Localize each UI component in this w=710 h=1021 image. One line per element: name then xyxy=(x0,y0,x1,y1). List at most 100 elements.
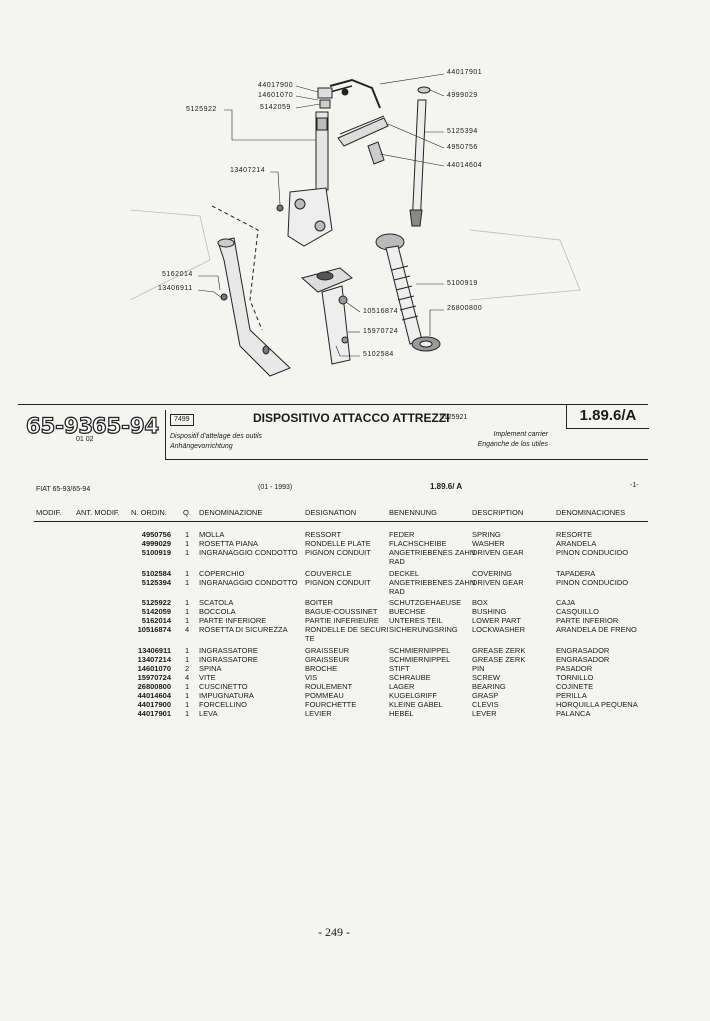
callout-5125394: 5125394 xyxy=(447,128,478,135)
part-name-de: HEBEL xyxy=(389,709,414,718)
table-row: RAD xyxy=(0,557,710,566)
part-number: 44017901 xyxy=(137,709,171,718)
part-name-de: LAGER xyxy=(389,682,415,691)
part-name-es: ARANDELA DE FRENO xyxy=(556,625,637,634)
part-name-fr: RONDELLE DE SECURI xyxy=(305,625,389,634)
part-name-it: MOLLA xyxy=(199,530,225,539)
part-name-fr: RONDELLE PLATE xyxy=(305,539,371,548)
callout-10516874: 10516874 xyxy=(363,308,399,315)
part-name-en: WASHER xyxy=(472,539,505,548)
page-number: - 249 - xyxy=(318,925,350,939)
part-qty: 1 xyxy=(185,607,190,616)
part-name-fr: POMMEAU xyxy=(305,691,344,700)
part-name-de: KLEINE GABEL xyxy=(389,700,443,709)
callout-13406911: 13406911 xyxy=(158,285,193,292)
part-name-en: SCREW xyxy=(472,673,500,682)
header-rule-bottom xyxy=(165,459,648,460)
table-row: 44017901 1 LEVA LEVIER HEBEL LEVER PALANCA xyxy=(0,709,710,718)
col-denominaciones: DENOMINACIONES xyxy=(556,508,626,517)
callout-26800800: 26800800 xyxy=(447,305,483,312)
part-name-de: STIFT xyxy=(389,664,410,673)
part-name-es: RESORTE xyxy=(556,530,593,539)
part-number: 5162014 xyxy=(141,616,171,625)
subheader-page-ref: 1.89.6/ A xyxy=(430,482,463,491)
col-n-ordin: N. ORDIN. xyxy=(131,508,167,517)
part-number: 13407214 xyxy=(137,655,171,664)
part-qty: 1 xyxy=(185,548,190,557)
col-designation: DESIGNATION xyxy=(305,508,357,517)
part-name-en: PIN xyxy=(472,664,485,673)
part-name-it: COPERCHIO xyxy=(199,569,245,578)
part-number: 13406911 xyxy=(138,646,171,655)
exploded-parts-diagram xyxy=(129,73,581,377)
part-name-de: SCHUTZGEHAEUSE xyxy=(389,598,462,607)
part-name-de: SCHMIERNIPPEL xyxy=(389,655,451,664)
part-name-en: LEVER xyxy=(472,709,497,718)
section-title-code: 5125921 xyxy=(440,414,468,421)
part-name-it: PARTE INFERIORE xyxy=(199,616,267,625)
part-name-fr: BAGUE-COUSSINET xyxy=(305,607,378,616)
part-qty: 1 xyxy=(185,709,190,718)
part-qty: 1 xyxy=(185,539,190,548)
part-name-es: TORNILLO xyxy=(556,673,594,682)
part-number: 4999029 xyxy=(141,539,171,548)
part-qty: 1 xyxy=(185,569,190,578)
part-name-es: PALANCA xyxy=(556,709,591,718)
part-qty: 1 xyxy=(185,578,190,587)
col-denominazione: DENOMINAZIONE xyxy=(199,508,263,517)
part-name-en: BEARING xyxy=(472,682,506,691)
part-name-it: VITE xyxy=(199,673,216,682)
part-name-fr: RESSORT xyxy=(305,530,342,539)
part-name-it: ROSETTA PIANA xyxy=(199,539,259,548)
callout-5100919: 5100919 xyxy=(447,280,478,287)
table-row: 4999029 1 ROSETTA PIANA RONDELLE PLATE FLACH… xyxy=(0,539,710,548)
callout-5162014: 5162014 xyxy=(162,271,193,278)
part-name-es: ENGRASADOR xyxy=(556,655,610,664)
col-benennung: BENENNUNG xyxy=(389,508,437,517)
part-name-de: SICHERUNGSRING xyxy=(389,625,458,634)
part-name-it: SCATOLA xyxy=(199,598,234,607)
title-german: Anhängevorrichtung xyxy=(170,443,233,450)
part-name-de: FLACHSCHEIBE xyxy=(389,539,447,548)
part-name-fr: LEVIER xyxy=(305,709,332,718)
part-name-en: BOX xyxy=(472,598,488,607)
part-name-it: BOCCOLA xyxy=(199,607,236,616)
callout-5125922: 5125922 xyxy=(186,106,217,113)
part-name-en: GREASE ZERK xyxy=(472,646,526,655)
callout-5102584: 5102584 xyxy=(363,351,394,358)
page-ref-box: 1.89.6/A xyxy=(566,404,649,429)
callout-15970724: 15970724 xyxy=(363,328,399,335)
part-name-es: PASADOR xyxy=(556,664,593,673)
part-name-it: LEVA xyxy=(199,709,218,718)
col-modif: MODIF. xyxy=(36,508,62,517)
ref-box: 7499 xyxy=(170,414,194,426)
callout-13407214: 13407214 xyxy=(230,167,266,174)
part-number: 15970724 xyxy=(137,673,171,682)
code-sub: 01 02 xyxy=(76,436,94,443)
callout-4999029: 4999029 xyxy=(447,92,478,99)
part-number: 5100919 xyxy=(141,548,171,557)
callout-44014604: 44014604 xyxy=(447,162,483,169)
part-qty: 4 xyxy=(185,625,190,634)
part-name-it: SPINA xyxy=(199,664,222,673)
part-name-en: LOCKWASHER xyxy=(472,625,526,634)
title-spanish: Enganche de los utiles xyxy=(477,441,548,448)
part-name-en: DRIVEN GEAR xyxy=(472,548,524,557)
title-french: Dispositif d'attelage des outils xyxy=(170,433,262,440)
part-qty: 1 xyxy=(185,598,190,607)
part-name-fr: TE xyxy=(305,634,315,643)
table-row: RAD xyxy=(0,587,710,596)
callout-44017900: 44017900 xyxy=(258,82,294,89)
part-qty: 2 xyxy=(185,664,190,673)
part-name-es: ENGRASADOR xyxy=(556,646,610,655)
table-row: TE xyxy=(0,634,710,643)
part-name-de: SCHRAUBE xyxy=(389,673,431,682)
part-qty: 1 xyxy=(185,646,190,655)
part-name-es: ARANDELA xyxy=(556,539,597,548)
part-name-fr: BOITER xyxy=(305,598,333,607)
